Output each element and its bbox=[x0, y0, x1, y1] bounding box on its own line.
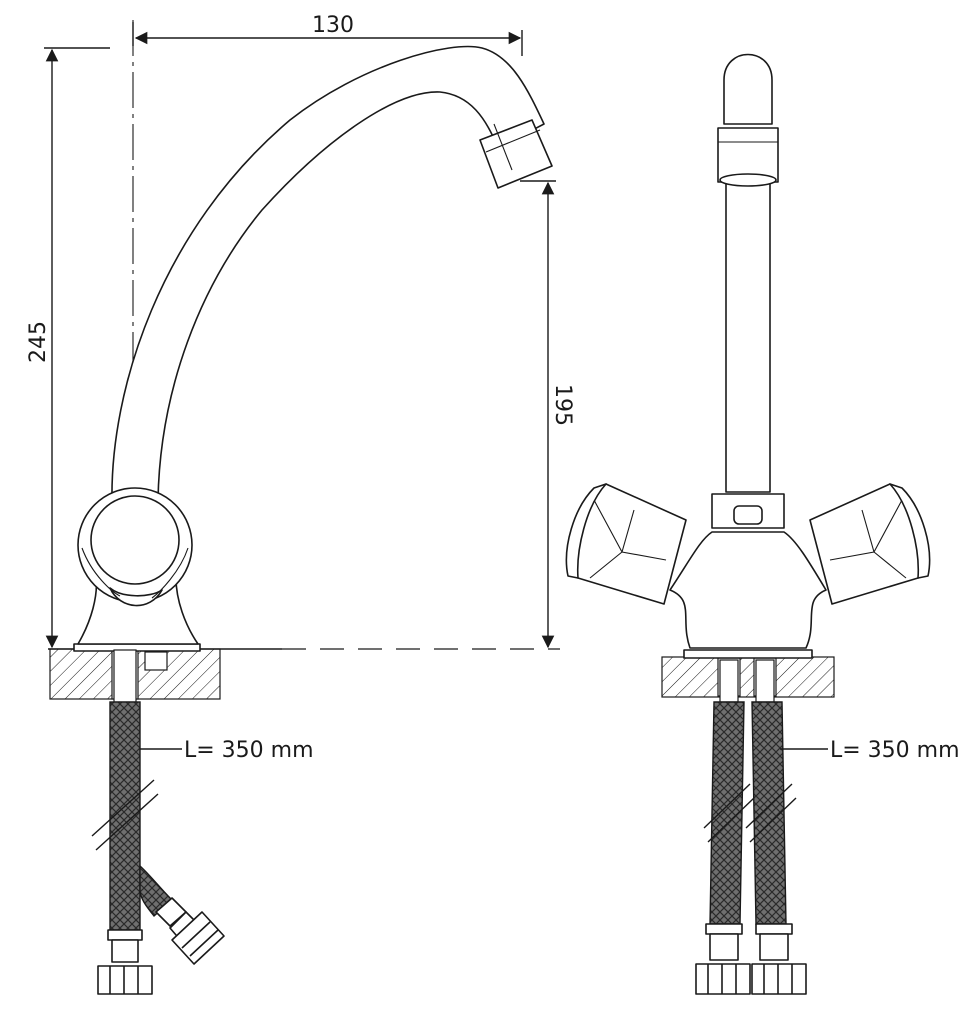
side-hose-straight-neck bbox=[111, 939, 139, 963]
side-break-line-2 bbox=[95, 793, 159, 851]
front-hose-left-collar bbox=[705, 923, 743, 935]
side-hose-length-label: L= 350 mm bbox=[184, 738, 314, 763]
front-view: L= 350 mm bbox=[565, 53, 960, 995]
front-break-line-3 bbox=[745, 783, 793, 829]
height-dimension-value: 245 bbox=[26, 321, 51, 363]
front-hose-right-collar bbox=[755, 923, 793, 935]
side-handle-cap bbox=[109, 587, 163, 607]
side-aerator bbox=[479, 119, 553, 189]
front-body bbox=[669, 531, 827, 649]
front-hose-left-nut bbox=[695, 963, 751, 995]
side-break-line-1 bbox=[91, 779, 155, 837]
front-break-line-2 bbox=[707, 797, 755, 843]
side-hose-bent-nut bbox=[171, 911, 225, 965]
front-countertop bbox=[661, 656, 835, 698]
side-aerator-ring bbox=[493, 123, 513, 171]
side-aerator-ring-2 bbox=[485, 129, 541, 153]
side-spout bbox=[111, 45, 545, 503]
front-hose-right-nut bbox=[751, 963, 807, 995]
front-hose-left-sleeve bbox=[719, 659, 739, 703]
reach-dimension-value: 130 bbox=[312, 13, 354, 38]
front-collar-nut-face bbox=[733, 505, 763, 525]
front-hose-right-sleeve bbox=[755, 659, 775, 703]
front-spout-top bbox=[723, 53, 773, 125]
front-right-handle-facets bbox=[829, 499, 907, 579]
front-base-plate bbox=[683, 649, 813, 659]
front-hose-right-neck bbox=[759, 933, 789, 961]
front-left-handle-facets bbox=[589, 499, 667, 579]
front-hose-length-label: L= 350 mm bbox=[830, 738, 960, 763]
front-left-handle-cap bbox=[565, 483, 607, 579]
front-break-line-1 bbox=[703, 783, 751, 829]
side-view: L= 350 mm 130 245 195 bbox=[26, 13, 575, 995]
side-hose-sleeve bbox=[113, 649, 137, 703]
side-handle-facet bbox=[81, 547, 189, 599]
front-break-line-4 bbox=[749, 797, 797, 843]
side-fixing-nut bbox=[144, 651, 168, 671]
front-hose-left-neck bbox=[709, 933, 739, 961]
spout-height-dimension-value: 195 bbox=[550, 384, 575, 426]
front-right-handle-cap bbox=[889, 483, 931, 579]
side-hose-straight-nut bbox=[97, 965, 153, 995]
side-hose-straight-collar bbox=[107, 929, 143, 941]
side-handle-inner bbox=[90, 495, 180, 585]
side-hose-bent bbox=[139, 864, 174, 918]
side-base-plate bbox=[73, 643, 201, 652]
front-spout-tube bbox=[725, 179, 771, 493]
front-aerator-opening bbox=[719, 173, 777, 187]
side-hose-bent-fitting bbox=[155, 897, 187, 927]
